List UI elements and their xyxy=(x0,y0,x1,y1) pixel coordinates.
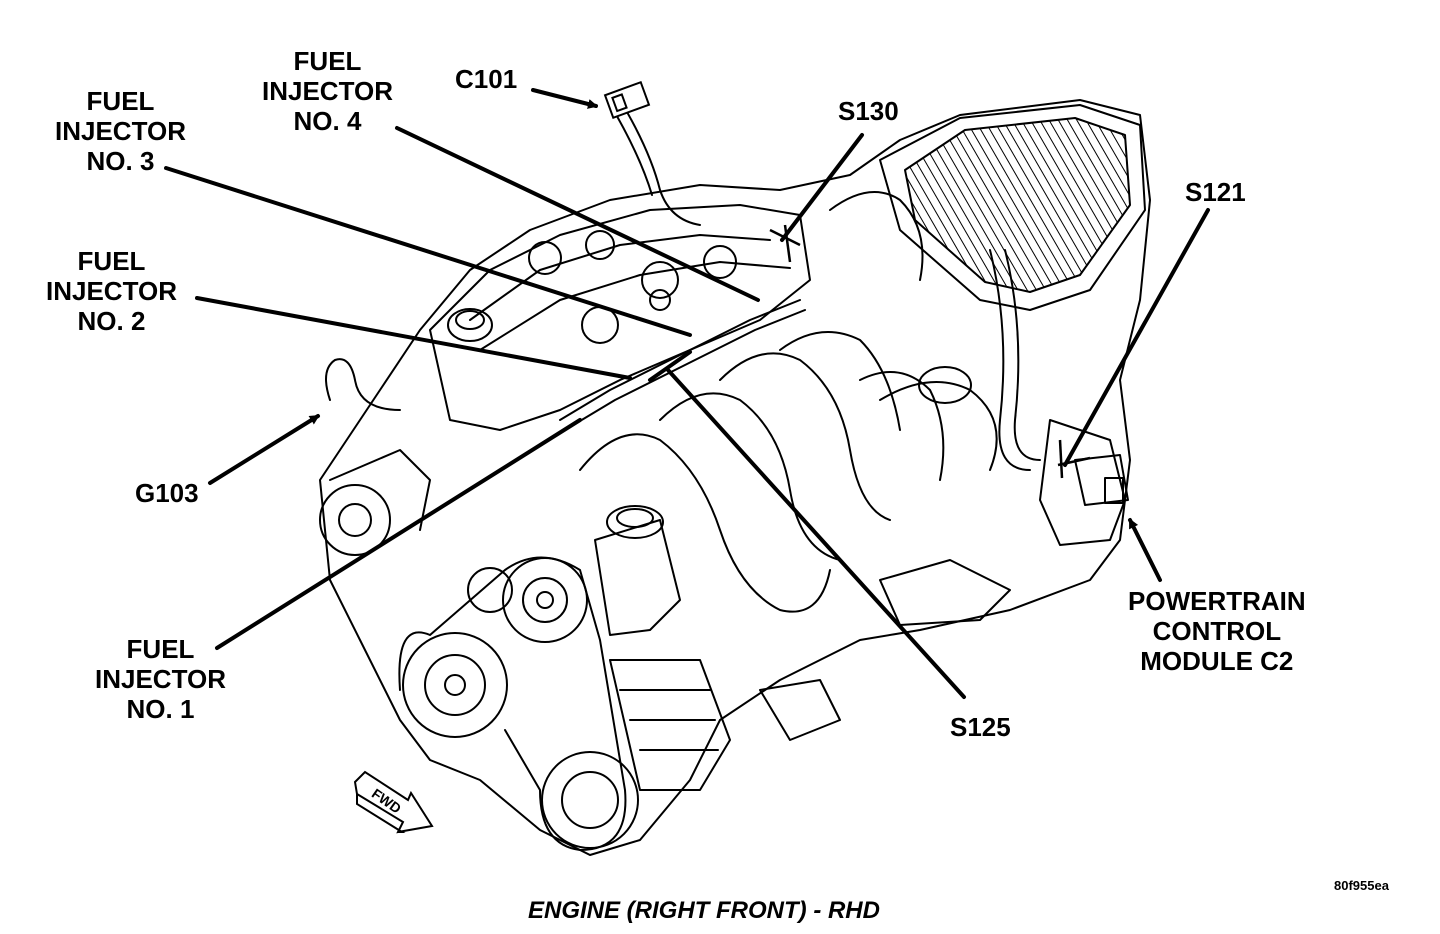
leader-s125 xyxy=(666,368,966,699)
leader-s125-tick xyxy=(648,350,692,382)
fuel-rail xyxy=(559,299,801,421)
leader-injector-2 xyxy=(195,296,632,380)
leader-s130 xyxy=(780,133,864,242)
label-fuel-injector-1: FUEL INJECTOR NO. 1 xyxy=(95,634,226,724)
diagram-caption: ENGINE (RIGHT FRONT) - RHD xyxy=(528,897,880,924)
label-fuel-injector-2: FUEL INJECTOR NO. 2 xyxy=(46,246,177,336)
leader-s121 xyxy=(1063,208,1210,467)
figure-id: 80f955ea xyxy=(1334,878,1389,893)
leader-injector-1 xyxy=(215,418,582,650)
valve-cover xyxy=(429,204,811,431)
label-s130: S130 xyxy=(838,96,899,126)
air-cleaner xyxy=(879,104,1146,311)
label-fuel-injector-4: FUEL INJECTOR NO. 4 xyxy=(262,46,393,136)
c101-connector-icon xyxy=(603,80,651,120)
label-fuel-injector-3: FUEL INJECTOR NO. 3 xyxy=(55,86,186,176)
fwd-arrow-icon: FWD xyxy=(353,770,434,834)
label-powertrain-control-module-c2: POWERTRAIN CONTROL MODULE C2 xyxy=(1128,586,1306,676)
intake-manifold xyxy=(579,433,831,613)
label-c101: C101 xyxy=(455,64,518,94)
label-g103: G103 xyxy=(135,478,199,508)
leader-c101 xyxy=(531,88,598,109)
label-s121: S121 xyxy=(1185,177,1246,207)
leader-pcm xyxy=(1128,518,1162,582)
leader-injector-3 xyxy=(164,166,692,337)
leader-g103 xyxy=(208,414,320,485)
label-s125: S125 xyxy=(950,712,1011,742)
crank-pulley xyxy=(402,632,508,738)
serpentine-belt xyxy=(398,556,627,851)
pcm-connector xyxy=(1074,454,1129,506)
leader-injector-4 xyxy=(395,126,760,302)
